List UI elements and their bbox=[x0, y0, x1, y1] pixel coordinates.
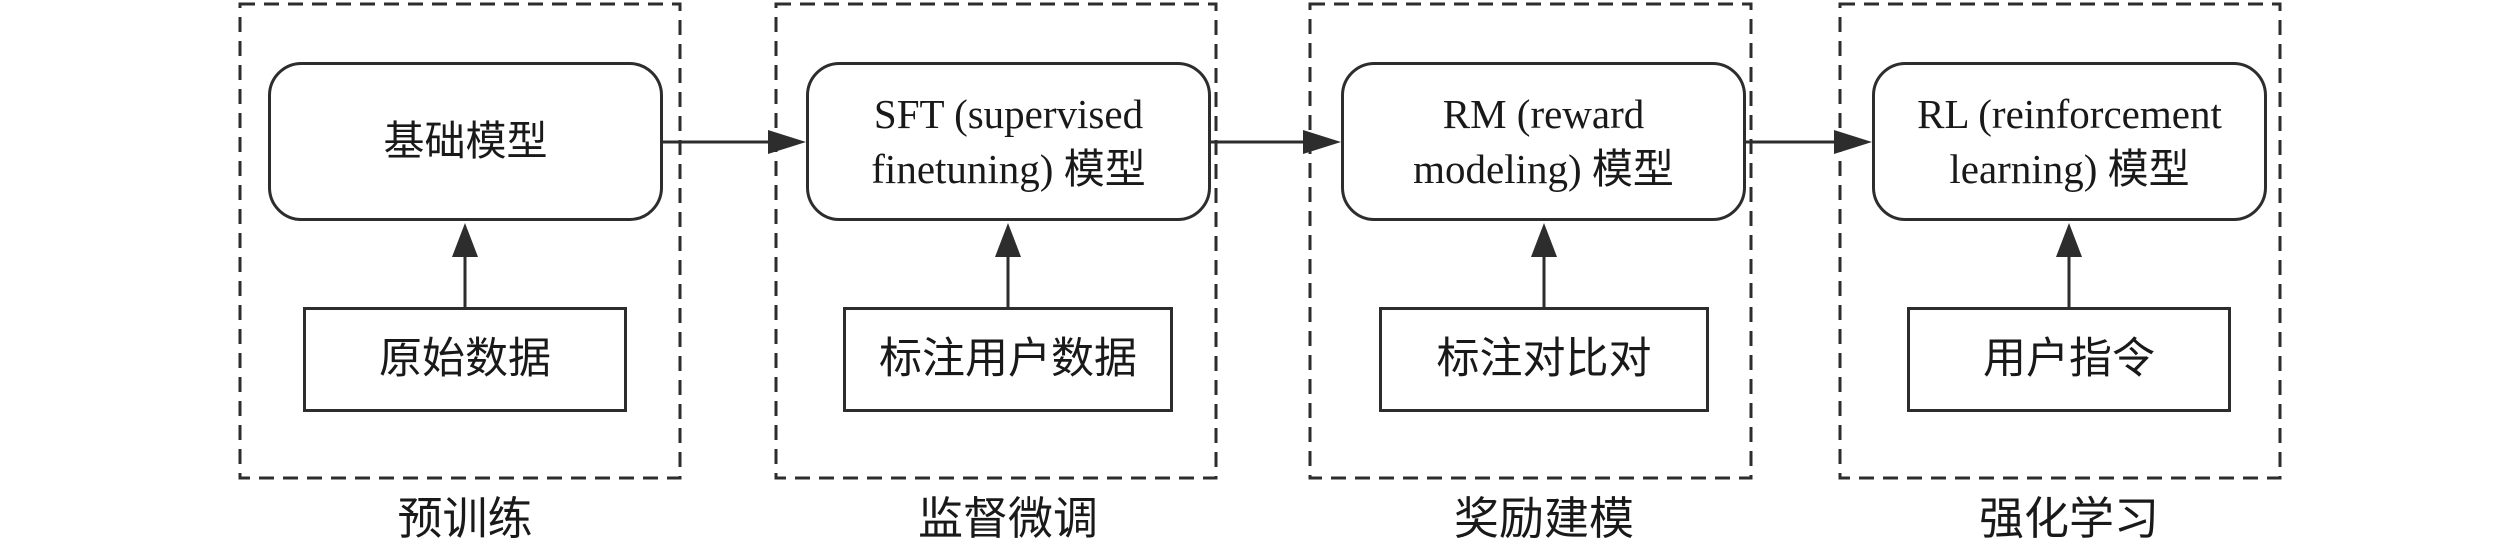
model-text-line: modeling) 模型 bbox=[1413, 145, 1674, 192]
rl-model-box bbox=[1872, 62, 2267, 221]
sft-model-box bbox=[806, 62, 1211, 221]
arrow-rm-to-rl-head bbox=[1834, 130, 1872, 154]
raw-data-text: 原始数据 bbox=[379, 335, 551, 383]
model-text-line: learning) 模型 bbox=[1949, 145, 2190, 192]
model-text-line: RM (reward bbox=[1442, 90, 1645, 137]
raw-data-box bbox=[303, 307, 627, 412]
model-text-line: 基础模型 bbox=[383, 118, 548, 165]
rm-stage-dashed-box bbox=[1308, 2, 1753, 480]
sft-stage-dashed-box bbox=[774, 2, 1218, 480]
labeled-comparison-pairs-box bbox=[1379, 307, 1709, 412]
user-instructions-box bbox=[1907, 307, 2231, 412]
labeled-comparison-pairs-text: 标注对比对 bbox=[1436, 335, 1652, 383]
base-model-box bbox=[268, 62, 663, 221]
rl-model-text: RL (reinforcement learning) 模型 bbox=[1872, 62, 2267, 221]
user-instructions-text: 用户指令 bbox=[1983, 335, 2155, 383]
labeled-user-data-box bbox=[843, 307, 1173, 412]
labeled-user-data-text: 标注用户数据 bbox=[879, 335, 1137, 383]
arrow-base-to-sft-head bbox=[768, 130, 806, 154]
rl-stage-label: 强化学习 bbox=[1978, 494, 2159, 544]
model-text-line: RL (reinforcement bbox=[1917, 90, 2222, 137]
sft-up-arrowhead bbox=[995, 223, 1021, 257]
base-model-text: 基础模型 bbox=[268, 62, 663, 221]
rm-model-box bbox=[1341, 62, 1746, 221]
model-text-line: SFT (supervised bbox=[873, 90, 1144, 137]
rm-up-arrowhead bbox=[1531, 223, 1557, 257]
pretrain-stage-label: 预训练 bbox=[397, 494, 533, 544]
rl-stage-dashed-box bbox=[1838, 2, 2282, 480]
model-text-line: finetuning) 模型 bbox=[871, 145, 1146, 192]
pretrain-stage-dashed-box bbox=[238, 2, 682, 480]
sft-stage-label: 监督微调 bbox=[917, 494, 1098, 544]
rm-stage-label: 奖励建模 bbox=[1453, 494, 1634, 544]
pretrain-up-arrowhead bbox=[452, 223, 478, 257]
rl-up-arrowhead bbox=[2056, 223, 2082, 257]
rm-model-text: RM (reward modeling) 模型 bbox=[1341, 62, 1746, 221]
arrow-sft-to-rm-head bbox=[1303, 130, 1341, 154]
sft-model-text: SFT (supervised finetuning) 模型 bbox=[806, 62, 1211, 221]
